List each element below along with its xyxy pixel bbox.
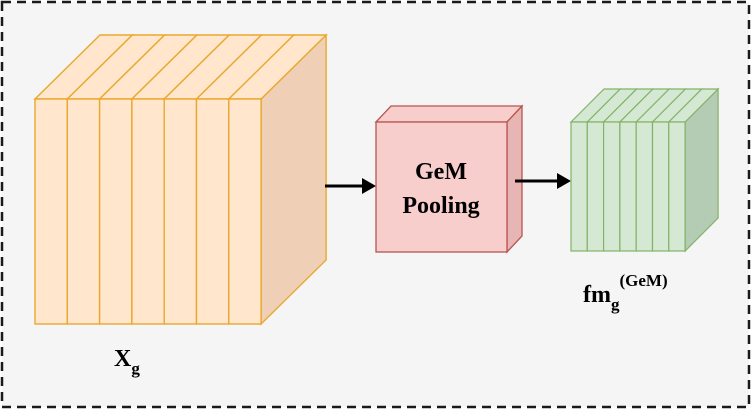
pooling-side-face (506, 104, 523, 254)
arrow-pooling-to-output (515, 173, 571, 189)
input-slice (163, 98, 198, 325)
input-slice (195, 98, 230, 325)
output-slice (586, 121, 605, 252)
gem-pooling-block: GeM Pooling (374, 104, 524, 254)
output-label-sub: g (611, 295, 620, 314)
output-slice (635, 121, 654, 252)
output-label: fmg (GeM) (583, 271, 668, 314)
arrow-input-to-pooling (325, 178, 376, 194)
input-slice (98, 98, 133, 325)
input-feature-block (33, 33, 328, 326)
input-label-base: X (114, 346, 132, 372)
pooling-top-face (374, 105, 524, 123)
input-slice (34, 98, 68, 325)
output-label-base: fm (583, 282, 611, 308)
output-slice (570, 121, 588, 252)
output-slice (619, 121, 637, 252)
pooling-label-line2: Pooling (402, 193, 479, 219)
output-slice (651, 121, 670, 252)
input-slice (131, 98, 165, 325)
input-label-sub: g (131, 359, 140, 378)
output-label-sup: (GeM) (619, 271, 667, 290)
input-label: Xg (114, 346, 140, 378)
output-slice (668, 121, 686, 252)
pooling-label-line1: GeM (415, 159, 467, 185)
output-slice (602, 121, 621, 252)
pooling-front-face (375, 121, 508, 253)
output-feature-block (569, 87, 720, 253)
input-slice (66, 98, 101, 325)
input-slice (228, 98, 262, 325)
